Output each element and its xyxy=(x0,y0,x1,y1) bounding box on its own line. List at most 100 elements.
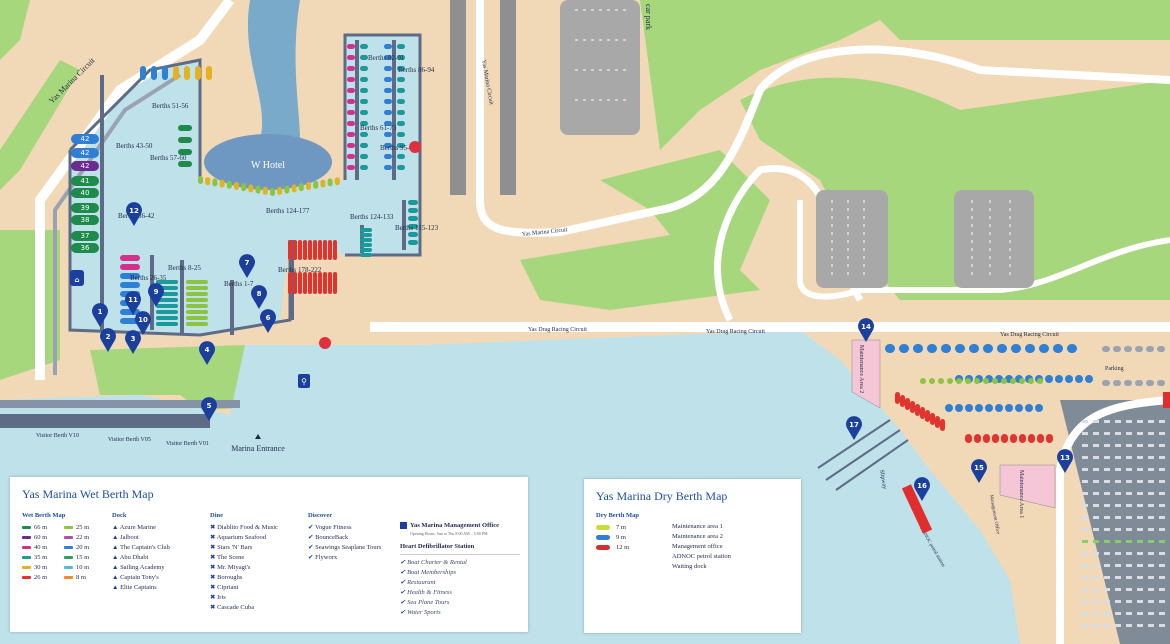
boat xyxy=(360,243,372,247)
location-marker[interactable]: 12 xyxy=(125,202,142,226)
home-icon[interactable] xyxy=(70,270,84,286)
boat xyxy=(1067,344,1077,353)
boat xyxy=(347,99,355,104)
boat xyxy=(360,132,368,137)
berth-label: Berths 1-7 xyxy=(224,280,254,288)
size-legend-item: 22 m xyxy=(64,533,106,543)
drag-label: Yas Drag Racing Circuit xyxy=(1000,332,1059,338)
boat xyxy=(156,310,178,314)
boat xyxy=(333,272,337,294)
boat xyxy=(184,66,190,80)
location-marker[interactable]: 16 xyxy=(913,477,930,501)
berth-label: Berths 26-35 xyxy=(130,274,167,282)
boat xyxy=(955,404,963,412)
boat xyxy=(397,77,405,82)
boat xyxy=(347,77,355,82)
boat xyxy=(347,88,355,93)
berth-label: Berths 57-60 xyxy=(150,154,187,162)
boat xyxy=(397,110,405,115)
location-marker[interactable]: 5 xyxy=(201,397,217,421)
location-marker[interactable]: 14 xyxy=(858,318,875,342)
boat xyxy=(205,177,211,186)
boat xyxy=(397,121,405,126)
boat xyxy=(262,186,268,195)
berth-number: 40 xyxy=(81,189,90,197)
discover-item: ✔ BounceBack xyxy=(308,534,349,541)
boat xyxy=(397,44,405,49)
boat xyxy=(334,177,340,186)
dock-item: ▲ The Captain's Club xyxy=(112,544,170,551)
boat xyxy=(913,344,923,353)
boat xyxy=(288,272,292,294)
berth-label: Berths 61-73 xyxy=(360,124,397,132)
location-marker[interactable]: 7 xyxy=(239,254,255,278)
svg-text:13: 13 xyxy=(1060,454,1070,462)
carpark-label: car park xyxy=(644,4,653,30)
dry-berth-legend: Yas Marina Dry Berth Map Dry Berth Map 7… xyxy=(584,479,801,633)
size-legend-item: 20 m xyxy=(64,543,106,553)
location-marker[interactable]: 15 xyxy=(971,459,987,483)
defibrillator-icon xyxy=(319,337,331,349)
boat xyxy=(397,132,405,137)
boat xyxy=(186,298,208,302)
discover-item: ✔ Seawings Seaplane Tours xyxy=(308,544,382,551)
boat xyxy=(1055,375,1063,383)
boat xyxy=(997,344,1007,353)
boat xyxy=(298,183,304,192)
boat xyxy=(120,255,140,261)
location-marker[interactable]: 1 xyxy=(91,303,108,327)
boat xyxy=(384,77,392,82)
berth-label: Berths 51-56 xyxy=(152,102,189,110)
boat xyxy=(408,232,418,237)
boat xyxy=(1046,434,1053,443)
hotel-label: W Hotel xyxy=(251,160,285,171)
location-marker[interactable]: 13 xyxy=(1057,449,1073,473)
boat xyxy=(930,413,935,425)
boat xyxy=(347,121,355,126)
boat xyxy=(900,395,905,407)
boat xyxy=(313,240,317,260)
boat xyxy=(947,378,953,384)
boat xyxy=(1010,378,1016,384)
location-marker[interactable]: 3 xyxy=(125,330,141,354)
boat xyxy=(313,180,319,189)
boat xyxy=(1102,346,1110,352)
boat xyxy=(328,272,332,294)
boat xyxy=(226,180,232,189)
boat xyxy=(992,434,999,443)
location-marker[interactable]: 10 xyxy=(135,311,151,335)
location-marker[interactable]: 8 xyxy=(251,285,267,309)
defib-label: Heart Defibrillator Station xyxy=(400,543,475,550)
location-marker[interactable]: 4 xyxy=(198,341,215,365)
boat xyxy=(965,434,972,443)
boat xyxy=(975,404,983,412)
dock-item: ▲ Abu Dhabi xyxy=(112,554,149,561)
boat xyxy=(1135,380,1143,386)
boat xyxy=(360,88,368,93)
boat xyxy=(983,434,990,443)
size-legend-item: 8 m xyxy=(64,573,106,583)
boat xyxy=(360,165,368,170)
visitor-berth-label: Visitor Berth V05 xyxy=(108,437,151,443)
boat xyxy=(895,392,900,404)
boat xyxy=(320,179,326,188)
location-marker[interactable]: 17 xyxy=(845,416,862,440)
boat xyxy=(360,233,372,237)
svg-text:11: 11 xyxy=(128,296,138,304)
location-marker[interactable]: 6 xyxy=(260,309,276,333)
boat xyxy=(1053,344,1063,353)
boat xyxy=(384,55,392,60)
boat xyxy=(333,240,337,260)
dock-item: ▲ Elite Captains xyxy=(112,584,157,591)
size-legend-item: 66 m xyxy=(22,523,64,533)
svg-text:12: 12 xyxy=(129,207,139,215)
boat xyxy=(156,322,178,326)
service-item: ✔ Sea Plane Tours xyxy=(400,599,450,606)
boat xyxy=(397,55,405,60)
location-marker[interactable]: 9 xyxy=(148,283,164,307)
boat xyxy=(408,216,418,221)
location-marker[interactable]: 11 xyxy=(125,291,141,315)
dock-item: ▲ Jalboot xyxy=(112,534,139,541)
boat xyxy=(408,240,418,245)
location-marker[interactable]: 2 xyxy=(100,328,116,352)
